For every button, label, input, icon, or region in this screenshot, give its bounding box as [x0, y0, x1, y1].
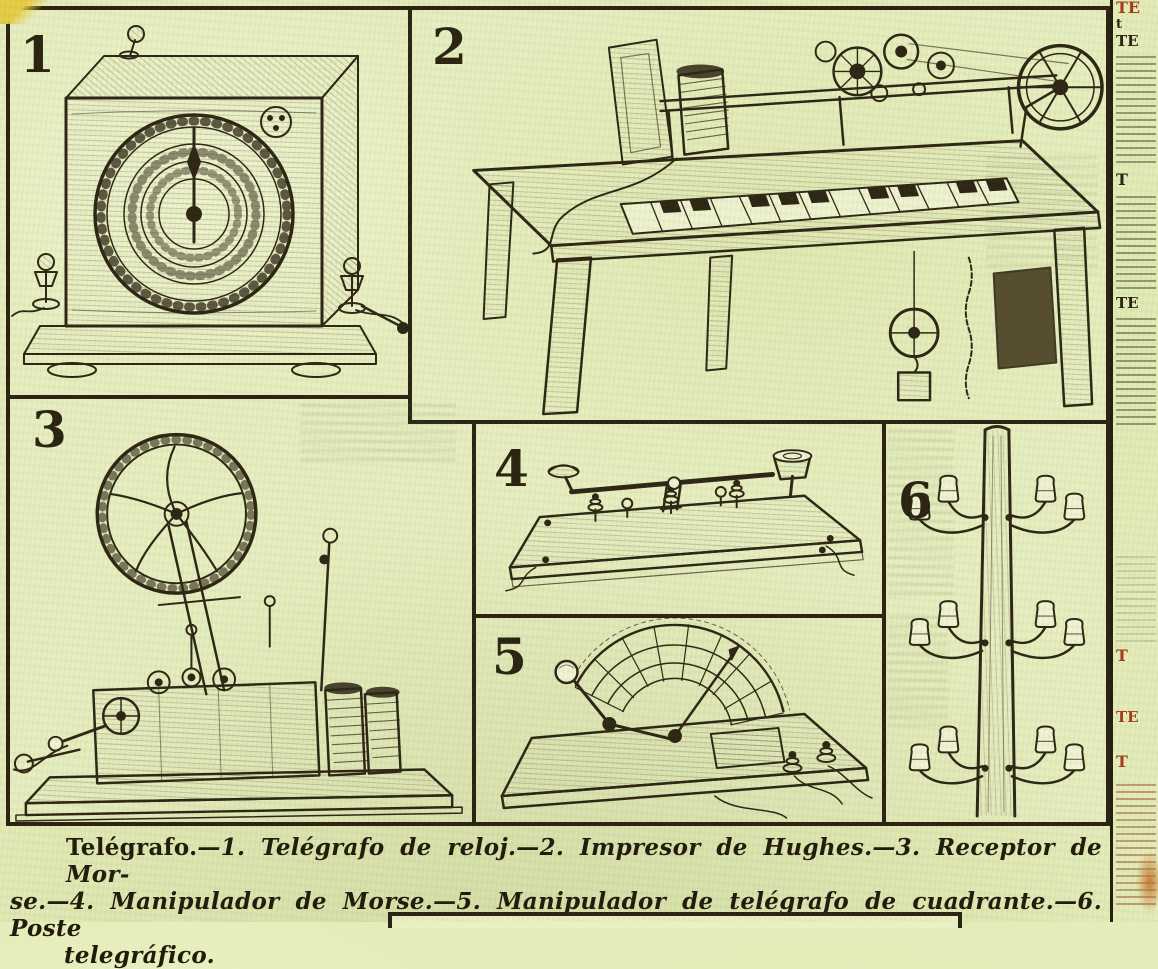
panel-number: 5 [492, 627, 528, 686]
caption-line-1: Telégrafo.—1. Telégrafo de reloj.—2. Imp… [10, 834, 1102, 888]
corner-stain-yellow [0, 0, 46, 24]
panel-1: 1 [10, 10, 408, 395]
clock-telegraph-illustration [11, 25, 408, 378]
next-plate-border [388, 912, 962, 928]
panel-5: 5 [476, 618, 882, 822]
panel-2: 2 [412, 10, 1106, 420]
microtext-lines [1116, 196, 1156, 292]
panel-divider [10, 395, 412, 399]
telegraph-pole-illustration [908, 424, 1086, 818]
panel-3: 3 [10, 399, 472, 822]
panel-number: 6 [898, 471, 934, 530]
morse-receiver-illustration [12, 432, 463, 822]
hughes-printer-illustration [472, 33, 1104, 416]
margin-fragment: T [1116, 754, 1128, 770]
panel-number: 1 [20, 25, 56, 84]
corner-stain-orange [1128, 842, 1158, 922]
panel-divider [882, 420, 886, 822]
margin-fragment: TE [1116, 710, 1139, 725]
caption-text: —1. Telégrafo de reloj.—2. Impresor de H… [66, 834, 1102, 888]
margin-fragment: T [1116, 648, 1128, 664]
microtext-lines [1116, 56, 1156, 168]
margin-fragment: TE [1116, 0, 1141, 16]
panel-divider [408, 420, 1106, 424]
morse-key-illustration [505, 449, 864, 592]
panel-6: 6 [886, 424, 1106, 822]
figure-plate: 1 [6, 6, 1110, 826]
margin-fragment: T [1116, 172, 1128, 188]
panel-divider [472, 420, 476, 822]
microtext-lines [1116, 318, 1156, 428]
margin-fragment: TE [1116, 296, 1139, 311]
panel-divider [408, 10, 412, 424]
panel-number: 3 [32, 400, 68, 459]
margin-fragment: t [1116, 18, 1123, 31]
show-through-text [300, 404, 456, 464]
panel-number: 4 [494, 439, 530, 498]
microtext-lines [1116, 556, 1156, 644]
caption-line-3: telegráfico. [64, 942, 215, 969]
panel-divider [472, 614, 886, 618]
panel-4: 4 [476, 424, 882, 614]
dial-telegraph-illustration [500, 618, 873, 819]
column-divider-rule [1110, 0, 1113, 922]
margin-fragment: TE [1116, 34, 1139, 49]
figure-caption: Telégrafo.—1. Telégrafo de reloj.—2. Imp… [10, 834, 1102, 969]
caption-lead: Telégrafo. [66, 834, 198, 861]
panel-number: 2 [432, 17, 468, 76]
